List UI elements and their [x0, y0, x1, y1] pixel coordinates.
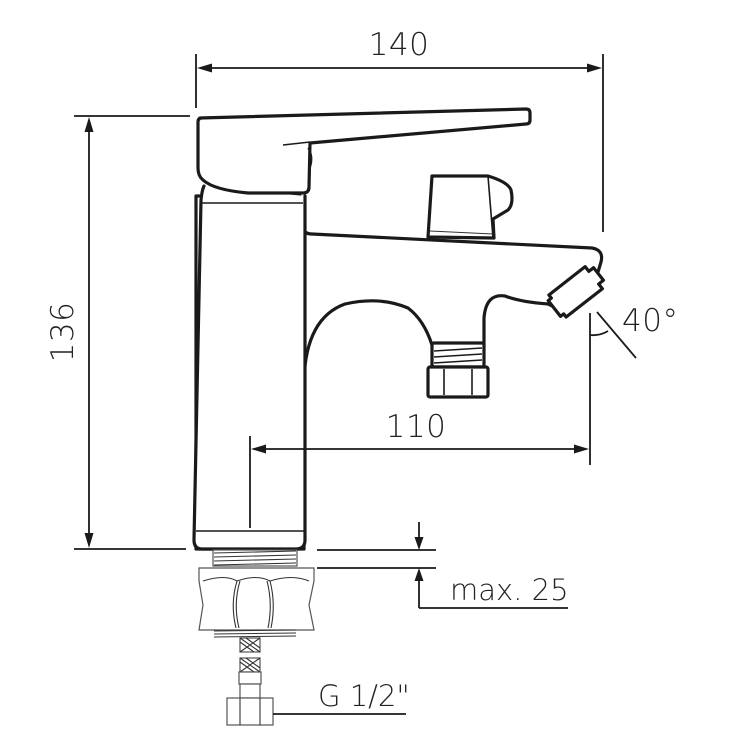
dimension-outlet-angle: 40° [589, 303, 678, 465]
lever-seam [282, 141, 311, 146]
diverter-knob [426, 174, 514, 240]
dimension-overall-height: 136 [45, 115, 190, 550]
flex-hose [238, 637, 262, 699]
mounting-thread [212, 549, 298, 567]
hose-connector-nut [226, 697, 274, 726]
mounting-nut [198, 567, 315, 631]
connection-thread-label: G 1/2" [318, 679, 410, 713]
tap-body [192, 107, 606, 551]
dimension-label-40deg: 40° [622, 303, 678, 339]
mounting-assembly [198, 549, 315, 726]
dimension-label-140: 140 [369, 27, 430, 63]
lever-handle [196, 107, 532, 195]
aerator-outlet [546, 265, 606, 319]
dimension-label-max25: max. 25 [450, 573, 569, 607]
dimension-label-110: 110 [386, 409, 447, 445]
dimension-label-136: 136 [45, 302, 81, 363]
shower-outlet-nut [426, 341, 490, 399]
dimension-spout-reach: 110 [249, 409, 589, 528]
dimension-max-deck-thickness: max. 25 [317, 522, 569, 609]
lever-notch [307, 147, 313, 169]
connection-thread-callout: G 1/2" [273, 679, 410, 715]
dimension-overall-width: 140 [195, 27, 604, 232]
lower-thread [213, 629, 297, 638]
tap-body-column [192, 184, 307, 551]
